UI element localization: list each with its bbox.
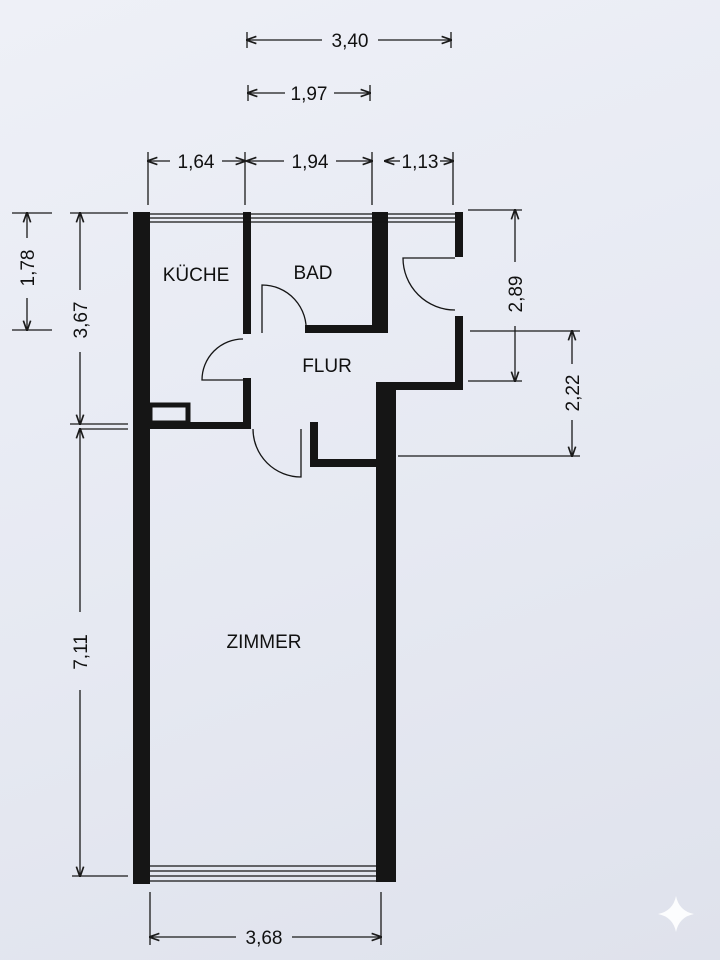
dimension-right-lower: 2,22 [398,331,584,456]
room-labels: KÜCHE BAD FLUR ZIMMER [163,263,352,653]
dim-label-top-inner: 1,97 [291,84,328,105]
dim-label-right-upper: 2,89 [506,276,527,313]
dim-label-left-lower: 7,11 [71,634,92,670]
chimney-shaft [147,402,191,426]
wall-flur-stub [310,422,318,467]
dim-label-bad-width: 1,94 [292,152,329,173]
dimension-right-upper: 2,89 [468,210,527,381]
sparkle-icon [658,896,694,932]
wall-flur-zimmer [310,459,380,467]
dim-label-left-small: 1,78 [18,250,39,287]
dimension-bottom: 3,68 [150,892,381,949]
dim-label-left-upper: 3,67 [71,302,92,339]
wall-bad-right [372,212,388,332]
wall-right-mid [455,316,463,390]
dimension-top-inner: 1,97 [248,84,370,105]
wall-right-upper [455,212,463,257]
window-bottom [150,865,380,882]
door-entrance [402,257,456,311]
dimension-top-overall: 3,40 [247,31,451,52]
dimension-left-small: 1,78 [12,213,52,330]
walls [133,212,463,884]
room-label-flur: FLUR [302,356,352,377]
wall-bad-bottom [305,325,388,333]
dim-label-bottom-width: 3,68 [246,928,283,949]
doors [201,257,456,478]
dim-label-right-lower: 2,22 [563,375,584,412]
dimension-top-segments: 1,64 1,94 1,13 [148,152,453,205]
room-label-kueche: KÜCHE [163,265,230,286]
door-zimmer [252,428,302,478]
dim-label-flur-width: 1,13 [402,152,439,173]
wall-kueche-bottom [150,422,251,429]
dim-label-top-overall: 3,40 [332,31,369,52]
wall-flur-bottom [376,382,463,390]
window-top [150,213,455,223]
dimension-left-lower: 7,11 [71,429,128,876]
room-label-bad: BAD [293,263,332,284]
wall-kueche-bad [243,212,251,334]
dim-label-kueche-width: 1,64 [178,152,215,173]
wall-kueche-flur [243,378,251,428]
wall-left [133,212,150,884]
dimension-left-upper: 3,67 [70,213,128,430]
wall-zimmer-right [376,382,396,882]
room-label-zimmer: ZIMMER [227,632,302,653]
windows [150,213,455,882]
door-bad [261,284,307,334]
door-kueche [201,338,244,381]
